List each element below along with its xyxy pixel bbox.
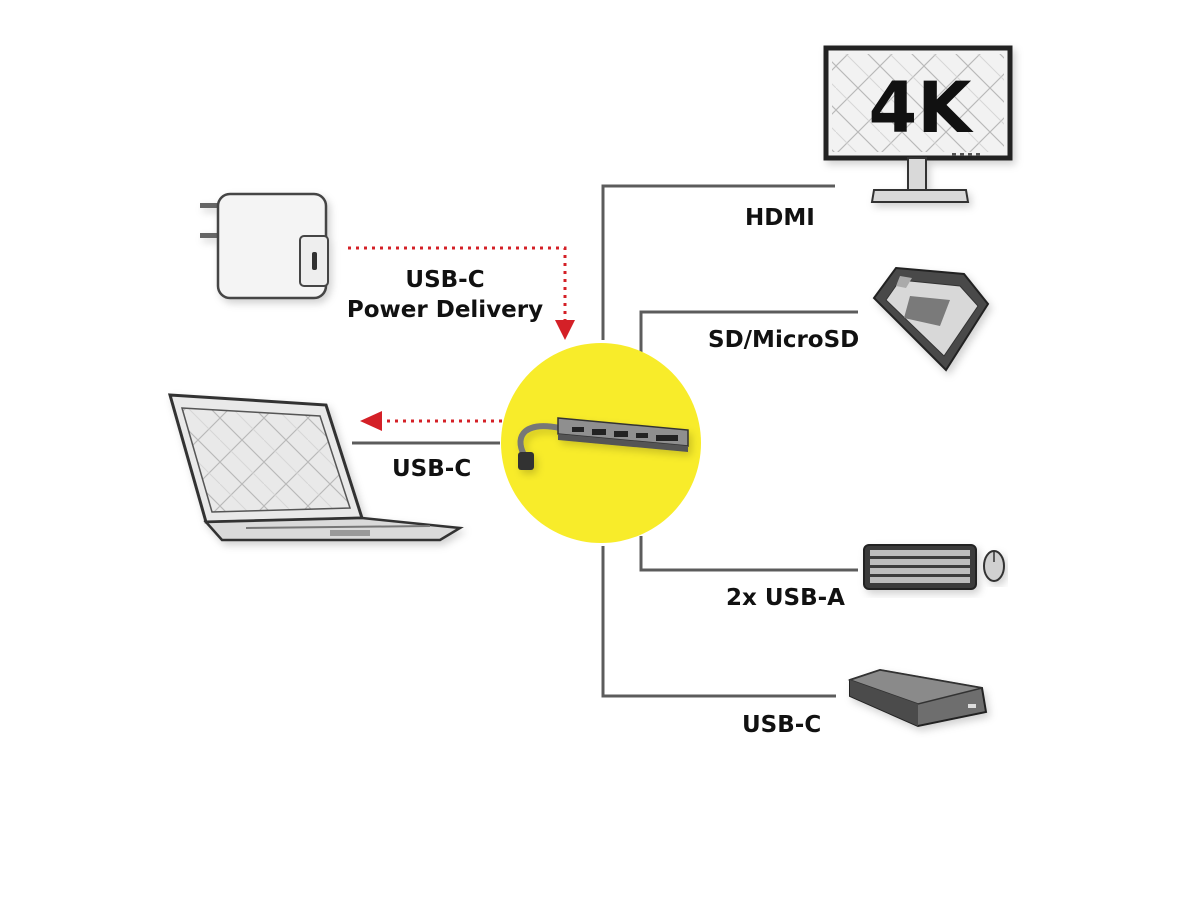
hdmi-label: HDMI <box>745 205 815 231</box>
power-delivery-label-line2: Power Delivery <box>346 297 544 323</box>
monitor-4k <box>823 45 1013 203</box>
power-delivery-label: USB-C Power Delivery <box>340 265 550 325</box>
monitor-buttons-icon <box>952 153 980 156</box>
mouse-icon <box>983 550 1005 582</box>
laptop <box>167 393 464 542</box>
keyboard <box>863 544 977 590</box>
external-drive <box>847 668 988 728</box>
sd-line <box>639 310 858 352</box>
laptop-data-arrow <box>360 411 502 431</box>
usb-hub-adapter <box>517 417 689 470</box>
sd-microsd-label: SD/MicroSD <box>708 327 860 353</box>
sd-card <box>872 266 990 372</box>
power-delivery-label-line1: USB-C <box>405 267 485 293</box>
usb-c-storage-line <box>601 546 836 698</box>
hdmi-line <box>601 184 835 340</box>
usb-a-label: 2x USB-A <box>726 585 845 611</box>
usb-c-laptop-label: USB-C <box>392 456 472 482</box>
power-delivery-arrow <box>348 246 575 340</box>
power-adapter <box>200 192 329 300</box>
usb-a-line <box>639 536 858 572</box>
usb-c-storage-label: USB-C <box>742 712 822 738</box>
monitor-badge: 4K <box>869 67 975 149</box>
connection-lines <box>352 184 858 698</box>
